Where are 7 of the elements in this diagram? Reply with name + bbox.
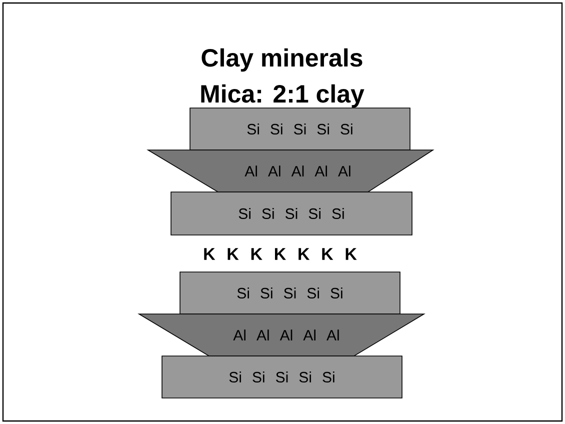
silica-layer: Si Si Si Si Si — [162, 356, 402, 398]
subtitle: Mica: 2:1 clay — [201, 84, 364, 108]
silica-layer: Si Si Si Si Si — [170, 192, 412, 236]
title: Clay minerals — [202, 48, 362, 72]
silica-layer: Si Si Si Si Si — [180, 272, 400, 314]
silica-layer: Si Si Si Si Si — [190, 108, 410, 150]
ion-row: K K K K K K K — [204, 248, 357, 260]
